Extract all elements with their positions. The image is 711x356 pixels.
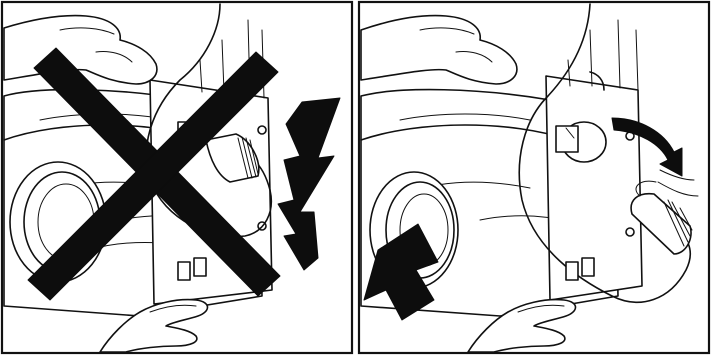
- hand-top-right: [361, 16, 517, 84]
- panel-incorrect: [2, 2, 352, 353]
- panel-correct: [359, 2, 709, 353]
- lightning-bolt-icon: [278, 98, 340, 270]
